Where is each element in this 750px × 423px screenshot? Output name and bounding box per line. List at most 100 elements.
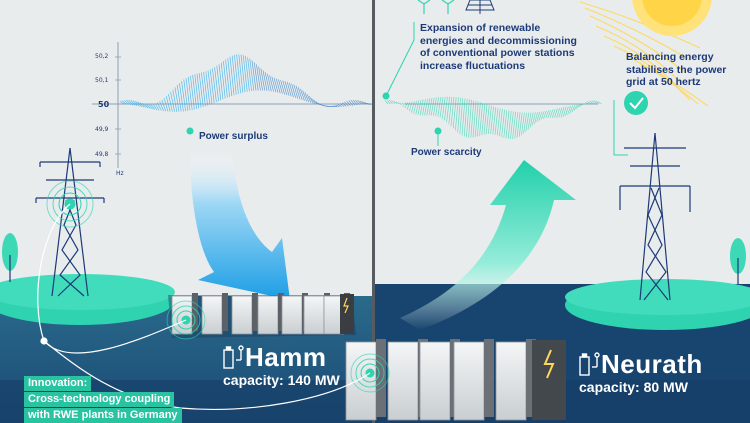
wave-line	[591, 100, 596, 104]
frequency-chart-left	[92, 42, 373, 168]
wave-line	[170, 91, 175, 112]
wave-line	[289, 82, 294, 98]
wave-line	[571, 104, 576, 113]
wave-line	[461, 98, 466, 136]
wave-line	[439, 96, 444, 118]
y-axis-unit: Hz	[116, 170, 124, 177]
wave-line	[238, 54, 244, 93]
wave-line	[523, 112, 527, 134]
battery-module	[345, 341, 377, 421]
wave-line	[446, 96, 450, 123]
wave-line	[505, 110, 510, 139]
y-tick-label: 50,1	[95, 77, 109, 84]
innovation-line: with RWE plants in Germany	[24, 408, 182, 423]
wave-line	[146, 103, 151, 109]
wave-line	[538, 111, 543, 121]
island-right	[565, 279, 750, 330]
wave-line	[448, 96, 453, 125]
y-tick-label: 50	[98, 100, 110, 109]
wave-line	[558, 107, 563, 118]
wave-line	[214, 67, 219, 102]
wave-line	[567, 105, 571, 116]
wave-line	[282, 80, 288, 96]
wave-line	[492, 107, 497, 135]
wave-line	[452, 97, 457, 129]
battery-module	[495, 341, 527, 421]
wave-line	[256, 64, 261, 91]
wave-line	[128, 99, 134, 106]
battery-module	[453, 341, 485, 421]
wave-line	[466, 99, 470, 138]
wave-line	[413, 100, 417, 114]
battery-module	[387, 341, 419, 421]
wave-line	[507, 111, 512, 139]
wave-line	[121, 100, 127, 105]
wave-line	[152, 103, 158, 111]
wave-line	[545, 110, 549, 119]
wave-line	[494, 107, 499, 135]
wave-line	[234, 54, 239, 94]
wave-line	[587, 101, 591, 104]
plant-capacity-neurath: capacity: 80 MW	[579, 379, 688, 395]
wave-line	[183, 79, 189, 111]
wave-line	[220, 62, 226, 99]
wave-line	[304, 92, 310, 103]
wave-line	[350, 99, 356, 106]
innovation-line: Cross-technology coupling	[24, 392, 175, 407]
wave-line	[174, 87, 180, 112]
wave-line	[580, 103, 584, 106]
wave-line	[589, 100, 593, 104]
battery-module	[231, 295, 253, 335]
wave-line	[335, 104, 340, 108]
wave-line	[308, 96, 314, 104]
wave-line	[573, 104, 578, 111]
wave-line	[132, 100, 138, 107]
wave-line	[346, 100, 351, 107]
wave-line	[549, 109, 554, 118]
wave-line	[441, 96, 446, 119]
wave-line	[161, 99, 167, 112]
plant-name-neurath: Neurath	[601, 349, 703, 379]
wave-line	[417, 99, 422, 116]
battery-module	[257, 295, 279, 335]
wave-line	[176, 85, 182, 112]
wave-line	[565, 106, 569, 117]
wave-line	[455, 97, 459, 131]
wave-line	[355, 99, 360, 105]
wave-line	[159, 101, 164, 112]
wave-line	[503, 110, 508, 138]
wave-line	[386, 99, 391, 105]
wave-line	[348, 100, 354, 106]
wave-line	[437, 97, 442, 117]
wave-line	[481, 103, 486, 136]
wave-line	[333, 105, 338, 108]
wave-line	[306, 94, 312, 103]
wave-line	[192, 74, 197, 110]
wave-line	[543, 110, 547, 119]
wave-line	[229, 56, 235, 96]
wave-line	[444, 96, 448, 121]
scarcity-arrow	[400, 160, 576, 330]
wave-line	[225, 59, 230, 97]
wave-line	[536, 111, 541, 123]
wave-line	[477, 102, 481, 137]
wave-line	[516, 112, 521, 138]
battery-module	[419, 341, 451, 421]
wave-line	[433, 97, 437, 116]
wave-line	[212, 68, 217, 103]
battery-module-side	[252, 293, 258, 331]
wave-line	[271, 76, 277, 93]
wave-line	[485, 105, 490, 135]
wave-line	[269, 75, 274, 92]
wave-line	[190, 75, 195, 110]
sun-icon	[579, 0, 712, 107]
wave-line	[474, 101, 479, 138]
wave-line	[203, 71, 208, 106]
wave-line	[311, 97, 316, 105]
wave-line	[198, 73, 204, 108]
transmission-tower-icon	[35, 147, 105, 297]
wind-turbine-icon	[417, 0, 431, 14]
wave-line	[426, 98, 431, 116]
wave-line	[165, 96, 171, 112]
